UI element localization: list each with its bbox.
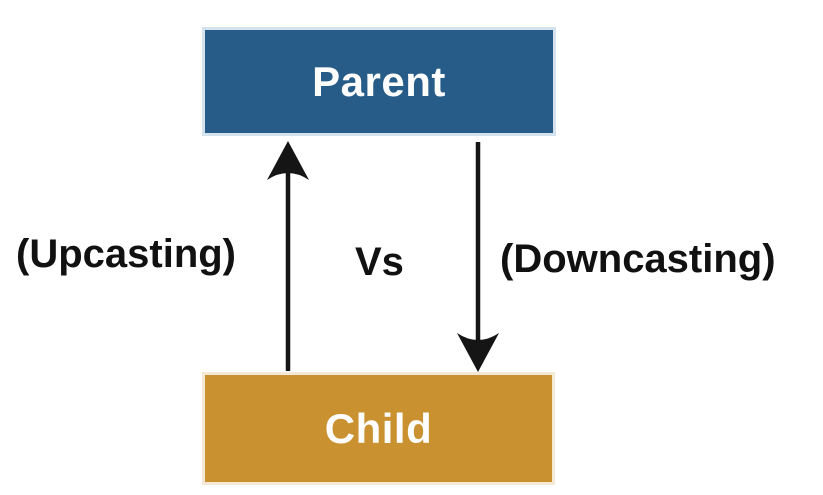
upcast-arrow	[267, 141, 309, 371]
parent-node-label: Parent	[312, 57, 446, 105]
downcast-arrowhead-icon	[457, 333, 499, 372]
vs-label: Vs	[355, 240, 404, 284]
child-node: Child	[205, 375, 552, 482]
parent-node: Parent	[205, 30, 553, 133]
downcasting-label: (Downcasting)	[500, 237, 776, 281]
child-node-label: Child	[324, 404, 433, 452]
downcast-arrow	[457, 142, 499, 372]
upcasting-label: (Upcasting)	[16, 232, 236, 276]
upcast-arrowhead-icon	[267, 141, 309, 180]
